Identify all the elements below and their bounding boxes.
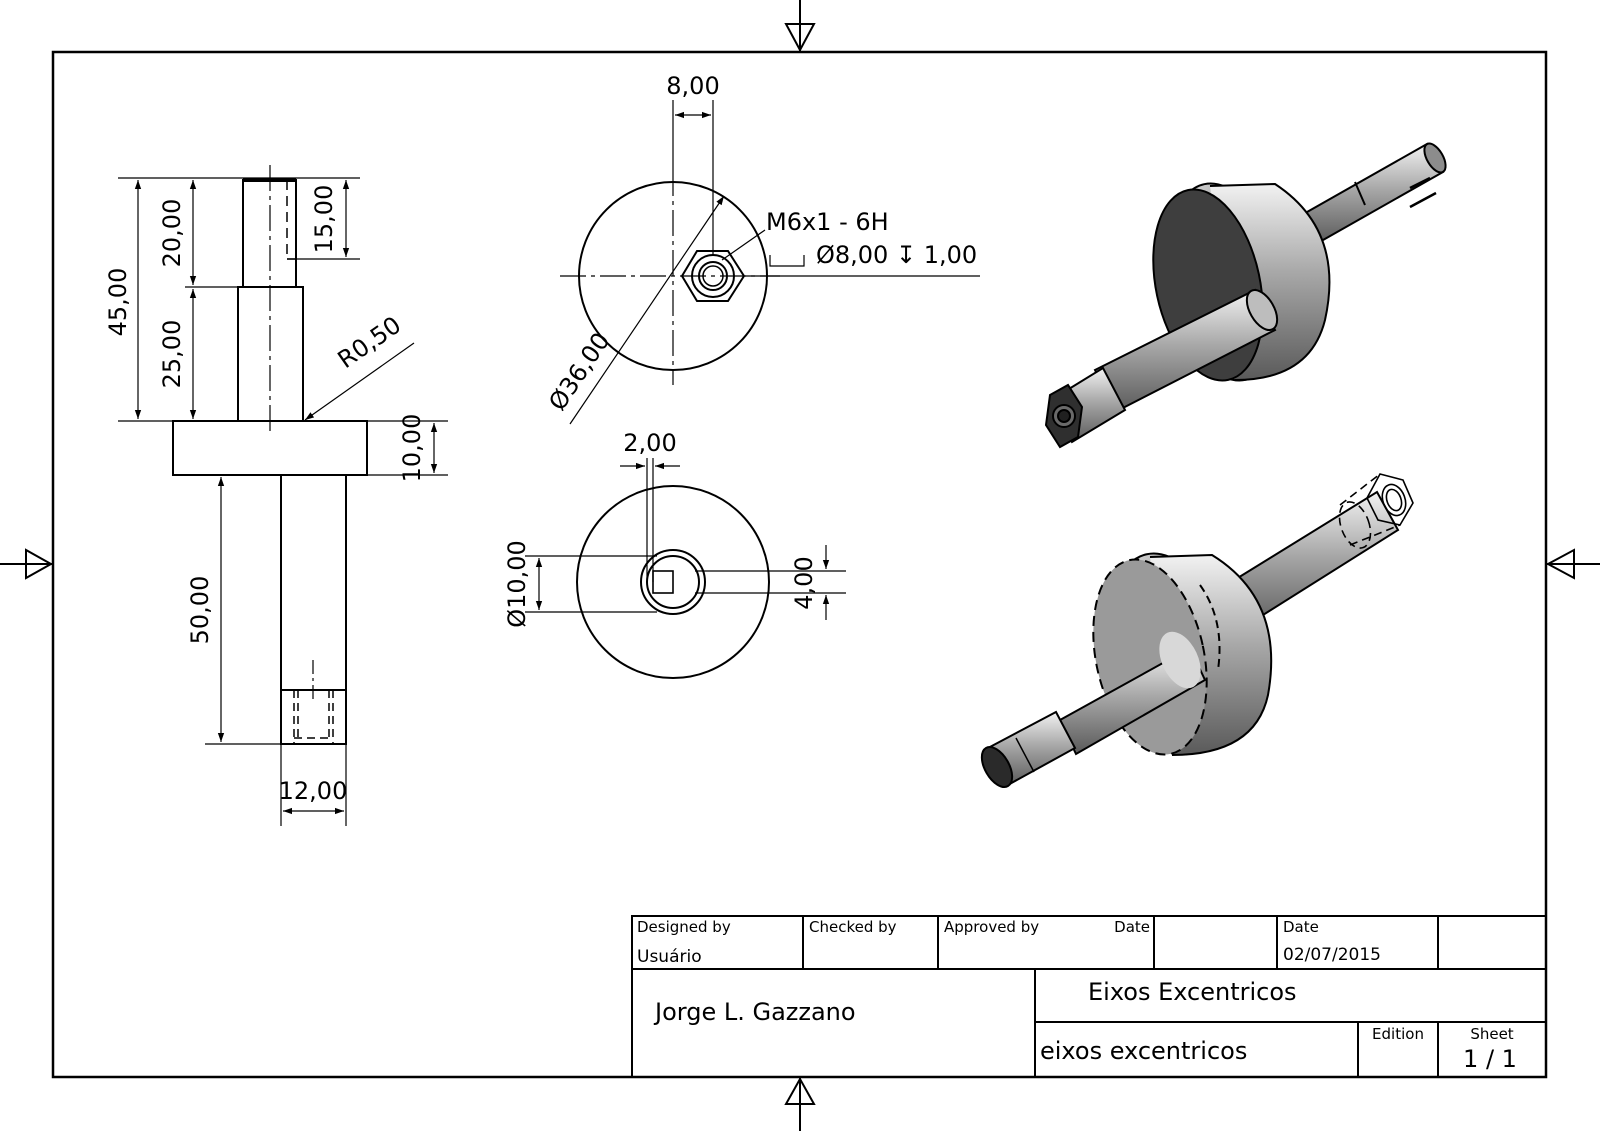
dim-45: 45,00	[104, 268, 132, 337]
dim-10: 10,00	[398, 414, 426, 483]
isometric-view-bottom	[980, 473, 1414, 788]
date-label-approved: Date	[1114, 918, 1150, 936]
date-label: Date	[1283, 918, 1319, 936]
approved-by-label: Approved by	[944, 918, 1039, 936]
sheet-label: Sheet	[1470, 1025, 1513, 1043]
bottom-view	[576, 485, 770, 679]
bottom-view-dimension-lines	[525, 458, 846, 620]
sheet-number: 1 / 1	[1463, 1045, 1517, 1073]
dim-r050: R0,50	[333, 311, 407, 374]
author-name: Jorge L. Gazzano	[653, 998, 856, 1026]
dim-2: 2,00	[623, 429, 676, 457]
side-view-dimension-lines	[118, 177, 448, 826]
date-value: 02/07/2015	[1283, 945, 1381, 965]
drawing-subtitle: eixos excentricos	[1040, 1037, 1247, 1065]
designed-by-value: Usuário	[637, 947, 702, 967]
checked-by-label: Checked by	[809, 918, 897, 936]
drawing-title: Eixos Excentricos	[1088, 978, 1297, 1006]
dim-15: 15,00	[310, 185, 338, 254]
isometric-view-top	[1044, 142, 1447, 449]
dim-50: 50,00	[186, 576, 214, 645]
top-view-dimension-lines	[569, 100, 980, 425]
thread-callout: M6x1 - 6H	[766, 208, 889, 236]
dim-4: 4,00	[790, 556, 818, 609]
dim-dia10: Ø10,00	[503, 540, 531, 628]
dim-20: 20,00	[158, 199, 186, 268]
dim-25: 25,00	[158, 320, 186, 389]
designed-by-label: Designed by	[637, 918, 731, 936]
title-block	[631, 915, 1547, 1078]
dim-dia36: Ø36,00	[543, 327, 615, 415]
dim-12: 12,00	[279, 777, 348, 805]
counterbore-callout: Ø8,00 ↧ 1,00	[816, 241, 977, 269]
edition-label: Edition	[1372, 1025, 1424, 1043]
dim-8: 8,00	[666, 72, 719, 100]
